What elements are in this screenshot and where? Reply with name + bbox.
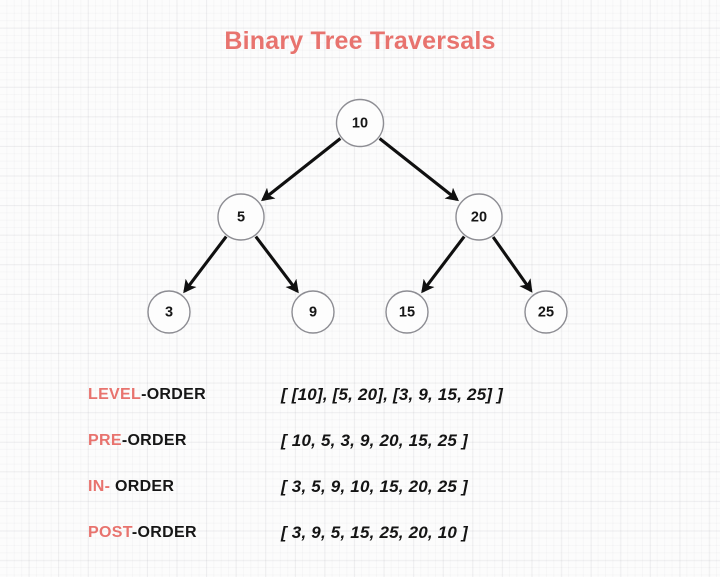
traversal-kind-post: POST	[88, 524, 132, 541]
tree-node-label: 9	[309, 305, 317, 321]
tree-edge-5-to-3	[183, 235, 228, 294]
traversal-suffix-pre: -ORDER	[121, 432, 187, 449]
traversal-label-post: POST-ORDER	[88, 510, 197, 556]
traversal-value-level: [ [10], [5, 20], [3, 9, 15, 25] ]	[281, 385, 504, 404]
traversal-label-pre: PRE-ORDER	[88, 418, 187, 464]
traversal-value-post: [ 3, 9, 5, 15, 25, 20, 10 ]	[281, 523, 468, 542]
tree-edge-20-to-15	[421, 235, 466, 294]
tree-node-25[interactable]: 25	[524, 290, 568, 334]
tree-node-circle	[385, 290, 429, 334]
tree-node-5[interactable]: 5	[217, 193, 265, 241]
tree-node-circle	[217, 193, 265, 241]
traversal-kind-level: LEVEL	[88, 386, 142, 403]
tree-node-20[interactable]: 20	[455, 193, 503, 241]
traversal-row-post: POST-ORDER [ 3, 9, 5, 15, 25, 20, 10 ]	[0, 510, 720, 556]
traversal-row-level: LEVEL-ORDER [ [10], [5, 20], [3, 9, 15, 2…	[0, 372, 720, 418]
tree-edge-10-to-5	[261, 137, 342, 202]
tree-node-circle	[455, 193, 503, 241]
tree-node-label: 15	[399, 305, 415, 321]
traversal-list: LEVEL-ORDER[ [10], [5, 20], [3, 9, 15, 2…	[0, 372, 720, 556]
tree-edge-20-to-25	[491, 236, 533, 293]
traversal-kind-pre: PRE	[88, 432, 122, 449]
page-title: Binary Tree Traversals	[224, 27, 496, 55]
tree-edge-5-to-9	[254, 235, 299, 294]
traversal-value-pre: [ 10, 5, 3, 9, 20, 15, 25 ]	[281, 431, 468, 450]
traversal-label-level: LEVEL-ORDER	[88, 372, 206, 418]
tree-node-9[interactable]: 9	[291, 290, 335, 334]
tree-node-3[interactable]: 3	[147, 290, 191, 334]
traversal-row-in: IN- ORDER [ 3, 5, 9, 10, 15, 20, 25 ]	[0, 464, 720, 510]
tree-node-label: 3	[165, 305, 173, 321]
binary-tree-diagram: 10 5 20 3 9 15 25	[147, 98, 568, 334]
tree-edge-10-to-20	[378, 137, 459, 202]
tree-node-layer: 10 5 20 3 9 15 25	[147, 98, 568, 334]
tree-node-circle	[524, 290, 568, 334]
traversal-suffix-in: ORDER	[110, 478, 175, 495]
tree-node-circle	[147, 290, 191, 334]
tree-node-circle	[335, 98, 385, 148]
tree-node-label: 25	[538, 305, 554, 321]
tree-node-label: 20	[471, 210, 487, 226]
tree-node-10[interactable]: 10	[335, 98, 385, 148]
traversal-suffix-level: -ORDER	[141, 386, 206, 403]
traversal-value-in: [ 3, 5, 9, 10, 15, 20, 25 ]	[281, 477, 468, 496]
tree-edge-layer	[183, 137, 533, 294]
traversal-suffix-post: -ORDER	[131, 524, 197, 541]
traversal-kind-in: IN-	[88, 478, 111, 495]
tree-node-15[interactable]: 15	[385, 290, 429, 334]
traversal-label-in: IN- ORDER	[88, 464, 174, 510]
tree-node-label: 10	[352, 116, 368, 132]
traversal-row-pre: PRE-ORDER [ 10, 5, 3, 9, 20, 15, 25 ]	[0, 418, 720, 464]
tree-node-circle	[291, 290, 335, 334]
tree-node-label: 5	[237, 210, 245, 226]
